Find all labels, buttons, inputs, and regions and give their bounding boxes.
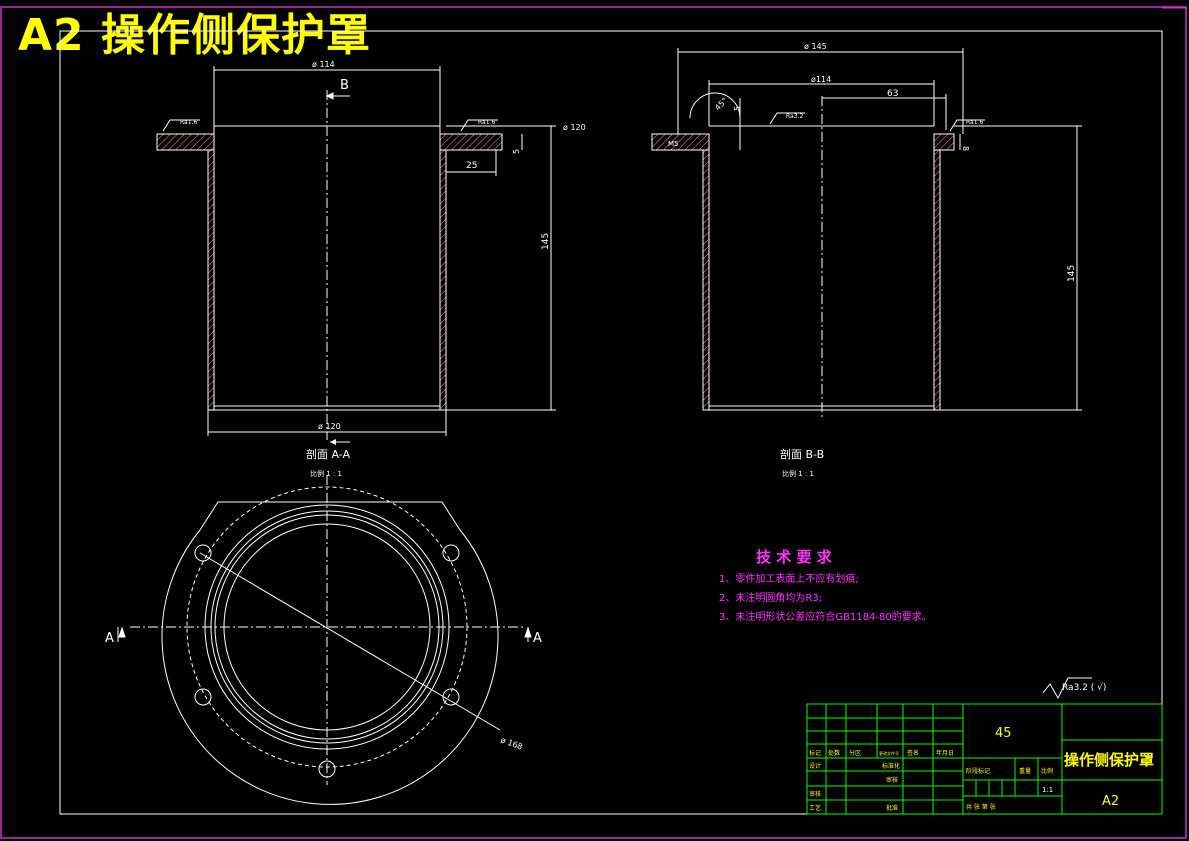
caption-a: 剖面 A-A — [306, 447, 351, 461]
dim-a-bottom-diameter: ø 120 — [318, 422, 341, 431]
requirement-item: 1、零件加工表面上不应有划痕; — [719, 572, 859, 585]
tb-stage-label: 重量 — [1019, 767, 1031, 775]
title-part-name: 操作侧保护罩 — [1064, 751, 1154, 769]
dim-a-flange: 25 — [466, 161, 477, 171]
section-mark-a-right: A — [533, 631, 542, 646]
right-wall — [439, 149, 447, 411]
dim-bolt-circle: ø 168 — [499, 735, 523, 751]
section-view-b — [651, 48, 1082, 420]
tb-header: 处数 — [828, 749, 840, 757]
b-left-flange — [651, 133, 710, 151]
tb-header: 年月日 — [936, 749, 954, 757]
hole-label-b: M5 — [668, 140, 679, 148]
scale-a: 比例 1 : 1 — [310, 469, 342, 478]
bolt-hole-tr — [442, 544, 460, 562]
tb-row-review: 审核 — [809, 790, 821, 798]
dim-b-outer: ø 145 — [804, 42, 827, 51]
requirements-heading: 技 术 要 求 — [756, 548, 833, 566]
bolt-circle-leader — [199, 552, 501, 731]
tb-header: 标记 — [809, 749, 821, 757]
dim-b-chamfer: 5 — [733, 106, 742, 111]
sheet-title: A2 操作侧保护罩 — [18, 10, 371, 61]
section-view-a — [156, 66, 556, 440]
tb-row-design: 标准化 — [882, 762, 900, 770]
section-mark-a-left: A — [105, 631, 114, 646]
dim-a-flange-thickness: 5 — [512, 149, 521, 154]
tb-sheet-label: 共 张 第 张 — [966, 803, 996, 811]
requirement-item: 3、未注明形状公差应符合GB1184-80的要求。 — [719, 610, 932, 623]
tb-stage-label: 阶段标记 — [966, 767, 990, 775]
roughness-a-left: Ra1.6 — [180, 119, 197, 126]
dim-b-flange-thickness: 8 — [961, 146, 970, 151]
tb-row-check: 审核 — [886, 776, 898, 784]
dim-a-outer-diameter: ø 120 — [563, 123, 586, 132]
tb-header: 签名 — [907, 749, 919, 757]
tb-stage-label: 比例 — [1041, 767, 1053, 775]
tb-row-craft: 工艺 — [809, 804, 821, 812]
dim-a-top-diameter: ø 114 — [312, 60, 335, 69]
plan-outline — [161, 501, 499, 805]
dim-b-angle: 45° — [713, 96, 729, 112]
roughness-note: Ra3.2 ( √) — [1062, 682, 1106, 693]
tb-row-craft: 批准 — [886, 804, 898, 812]
right-flange — [439, 133, 503, 151]
roughness-b-top: Ra3.2 — [786, 113, 803, 120]
section-marker-b: B — [340, 78, 349, 93]
scale-b: 比例 1 : 1 — [782, 469, 814, 478]
inner-border — [59, 30, 1163, 815]
roughness-b-right: Ra1.6 — [966, 119, 983, 126]
title-drawing-no: A2 — [1102, 794, 1119, 809]
dim-b-offset: 63 — [887, 89, 898, 99]
left-wall — [207, 149, 215, 411]
tb-header: 更改文件号 — [879, 750, 899, 756]
dim-a-height: 145 — [541, 233, 551, 250]
title-material: 45 — [995, 726, 1012, 741]
bolt-hole-br — [442, 688, 460, 706]
bolt-hole-tl — [194, 544, 212, 562]
requirement-item: 2、未注明圆角均为R3; — [719, 591, 822, 604]
bolt-hole-bl — [194, 688, 212, 706]
title-scale: 1:1 — [1042, 786, 1053, 794]
dim-b-height: 145 — [1067, 265, 1077, 282]
bolt-hole-bottom — [318, 760, 336, 778]
tb-row-design: 设计 — [809, 762, 821, 770]
roughness-a-right: Ra1.6 — [478, 119, 495, 126]
b-right-wall — [933, 149, 941, 411]
outer-border — [0, 6, 1187, 839]
b-left-wall — [702, 149, 710, 411]
dim-b-inner: ø114 — [811, 75, 831, 84]
title-block — [806, 703, 1163, 815]
caption-b: 剖面 B-B — [780, 447, 824, 461]
tb-header: 分区 — [849, 749, 861, 757]
left-flange — [156, 133, 215, 151]
b-right-flange — [933, 133, 955, 151]
plan-view — [117, 475, 532, 805]
